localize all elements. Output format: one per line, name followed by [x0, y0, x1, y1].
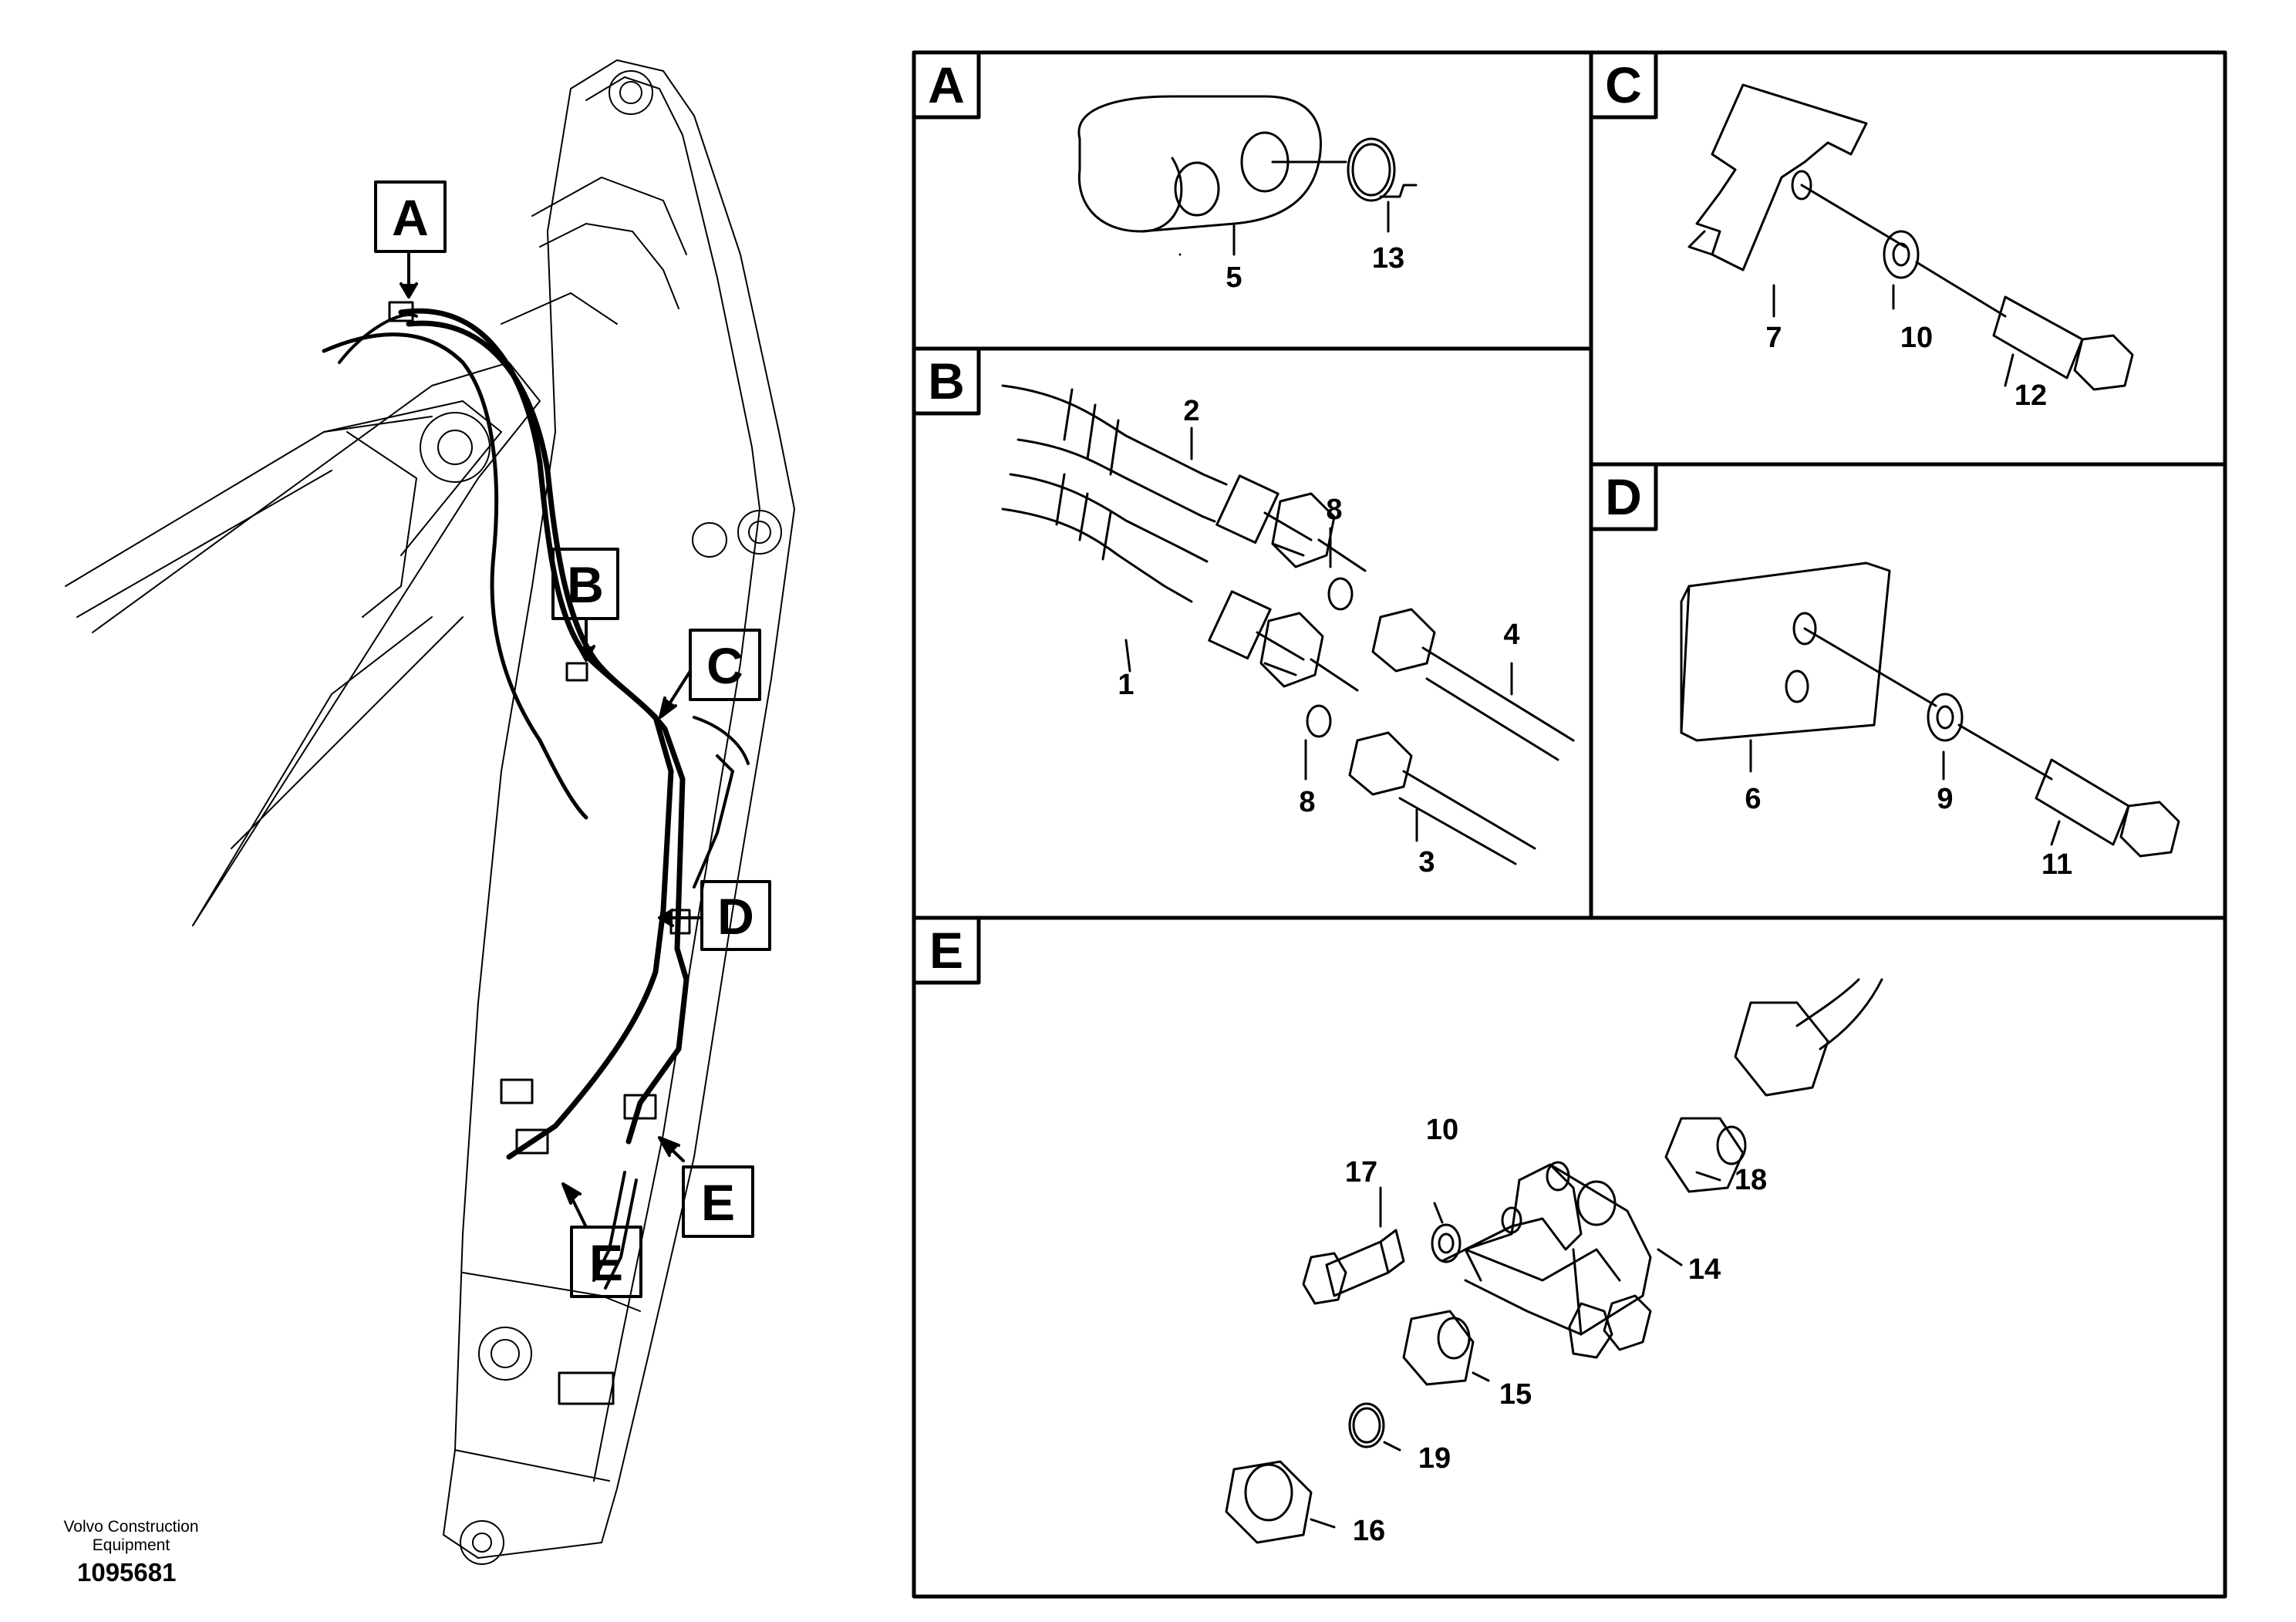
panel-d-drawing [1680, 561, 2180, 858]
panel-c-drawing [1687, 83, 2134, 391]
panel-b-letter-box [912, 346, 981, 416]
callout-d-11: 11 [2041, 848, 2072, 881]
callout-e-15: 15 [1499, 1378, 1532, 1411]
panel-d-letter: D [1605, 468, 1642, 525]
part-callouts: 5 13 1 2 3 4 8 8 7 10 12 6 9 11 10 14 15… [1118, 242, 2072, 1547]
panel-c-letter-box [1589, 50, 1658, 120]
panel-outer-frame [912, 50, 2227, 1599]
overview-marker-labels: A B C D E E [392, 189, 754, 1291]
callout-b-8-lower: 8 [1299, 786, 1315, 818]
panel-d-letter-box [1589, 462, 1658, 531]
panel-b-drawing [1001, 253, 1575, 865]
manufacturer-credit: Volvo Construction Equipment [63, 1518, 199, 1554]
panel-e-letter-box [912, 916, 981, 985]
callout-a-5: 5 [1226, 261, 1242, 294]
panel-a-letter-box [912, 50, 981, 120]
panel-b-letter: B [928, 352, 965, 410]
callout-b-8-upper: 8 [1326, 494, 1342, 526]
callout-e-14: 14 [1688, 1253, 1721, 1286]
overview-markers [374, 180, 771, 1298]
callout-c-7: 7 [1765, 322, 1782, 354]
marker-label-a: A [392, 189, 429, 246]
callout-e-19: 19 [1418, 1442, 1451, 1475]
marker-label-c: C [706, 637, 743, 694]
marker-box-d [700, 880, 771, 951]
marker-label-e-left: E [589, 1234, 623, 1291]
marker-box-e-right [682, 1165, 754, 1238]
panel-e-letter: E [929, 922, 963, 979]
callout-e-10: 10 [1426, 1114, 1458, 1146]
panel-c-letter: C [1605, 56, 1642, 113]
panel-e-drawing [1225, 978, 1883, 1544]
callout-e-16: 16 [1353, 1515, 1385, 1547]
panel-a-drawing [1077, 95, 1418, 256]
callout-b-2: 2 [1183, 395, 1199, 427]
callout-e-18: 18 [1735, 1164, 1767, 1196]
callout-c-10: 10 [1900, 322, 1933, 354]
marker-label-d: D [717, 888, 754, 945]
panel-frames [912, 50, 2227, 1599]
callout-d-6: 6 [1745, 783, 1761, 815]
document-number: 1095681 [77, 1558, 177, 1587]
callout-d-9: 9 [1937, 783, 1953, 815]
callout-b-1: 1 [1118, 669, 1134, 701]
callout-c-12: 12 [2014, 379, 2047, 412]
marker-label-b: B [567, 556, 604, 613]
callout-b-3: 3 [1418, 846, 1435, 878]
panel-a-letter: A [928, 56, 965, 113]
panel-letters: A B C D E [928, 56, 1642, 979]
callout-a-13: 13 [1372, 242, 1404, 275]
callout-b-4: 4 [1503, 619, 1519, 651]
marker-box-c [689, 629, 761, 701]
callout-e-17: 17 [1345, 1156, 1377, 1189]
boom-overview [65, 59, 795, 1565]
marker-label-e-right: E [701, 1174, 735, 1231]
marker-box-e-left [570, 1226, 642, 1298]
